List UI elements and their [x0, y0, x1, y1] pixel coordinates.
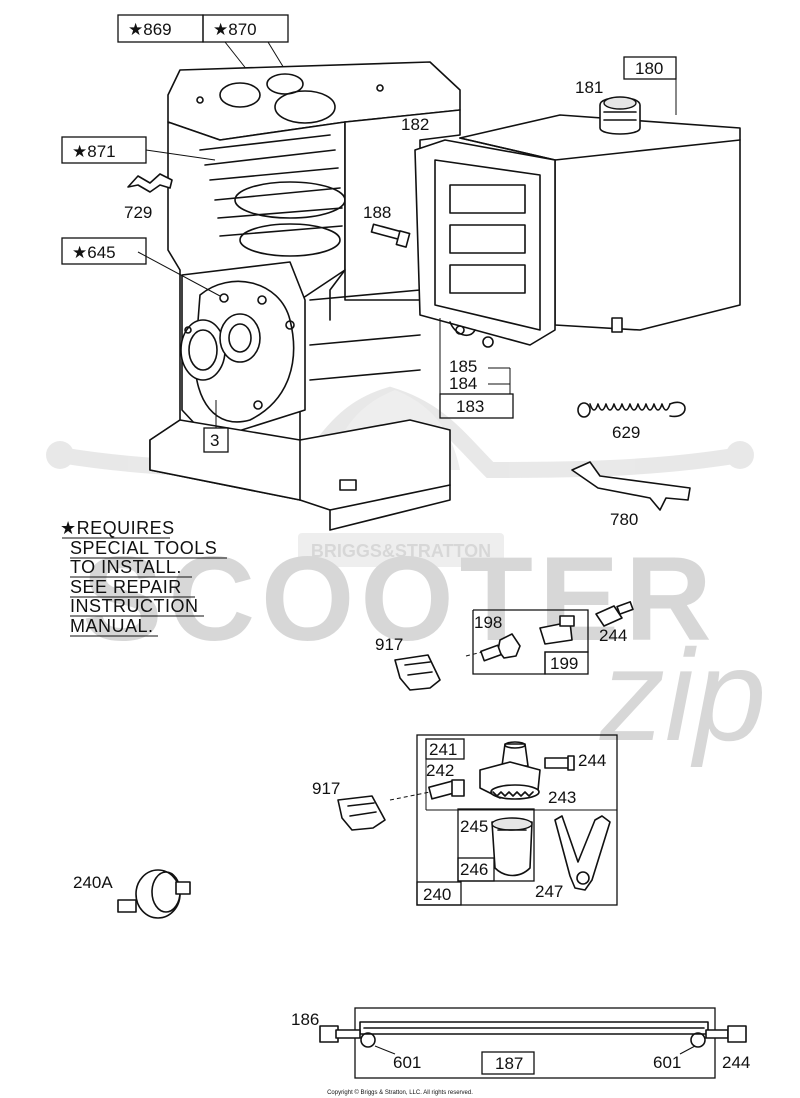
label-869: ★869 [128, 20, 172, 39]
bracket-780 [571, 461, 691, 511]
label-188: 188 [363, 203, 391, 222]
label-185: 185 [449, 357, 477, 376]
label-780: 780 [610, 510, 638, 529]
label-182: 182 [401, 115, 429, 134]
label-198: 198 [474, 613, 502, 632]
label-246: 246 [460, 860, 488, 879]
note-line-3: TO INSTALL. [70, 557, 182, 577]
label-917-upper: 917 [375, 635, 403, 654]
note-line-4: SEE REPAIR [70, 577, 182, 597]
label-645: ★645 [72, 243, 116, 262]
label-242: 242 [426, 761, 454, 780]
label-245: 245 [460, 817, 488, 836]
label-199: 199 [550, 654, 578, 673]
label-870: ★870 [213, 20, 257, 39]
label-629: 629 [612, 423, 640, 442]
label-729: 729 [124, 203, 152, 222]
watermark-brand: BRIGGS&STRATTON [311, 541, 491, 561]
label-244-upper: 244 [599, 626, 627, 645]
fuel-line-187 [319, 1007, 747, 1079]
note-line-1: ★REQUIRES [60, 518, 175, 538]
label-187: 187 [495, 1054, 523, 1073]
bracket-box [439, 318, 514, 419]
label-240: 240 [423, 885, 451, 904]
label-917-lower: 917 [312, 779, 340, 798]
label-243: 243 [548, 788, 576, 807]
label-241: 241 [429, 740, 457, 759]
label-3: 3 [210, 431, 219, 450]
label-240A: 240A [73, 873, 113, 892]
filter-group-240 [337, 734, 618, 906]
label-601-left: 601 [393, 1053, 421, 1072]
special-tools-note: ★REQUIRES SPECIAL TOOLS TO INSTALL. SEE … [60, 518, 227, 637]
label-244-middle: 244 [578, 751, 606, 770]
label-247: 247 [535, 882, 563, 901]
label-601-right: 601 [653, 1053, 681, 1072]
watermark-script: zip [599, 622, 766, 768]
note-line-5: INSTRUCTION [70, 596, 199, 616]
note-line-2: SPECIAL TOOLS [70, 538, 217, 558]
watermark-main: SCOOTER [82, 532, 717, 666]
note-line-6: MANUAL. [70, 616, 154, 636]
label-181: 181 [575, 78, 603, 97]
label-183: 183 [456, 397, 484, 416]
engine-block [149, 61, 461, 531]
label-184: 184 [449, 374, 477, 393]
bolt-188 [370, 223, 411, 248]
watermark: BRIGGS&STRATTON SCOOTER zip [46, 386, 766, 768]
copyright-notice: Copyright © Briggs & Stratton, LLC. All … [327, 1089, 473, 1096]
label-186: 186 [291, 1010, 319, 1029]
part-labels: ★869 ★870 180 181 182 ★871 729 188 ★645 … [72, 20, 750, 1073]
label-871: ★871 [72, 142, 116, 161]
label-244-lower: 244 [722, 1053, 750, 1072]
fitting-group-198 [394, 601, 634, 691]
inline-filter-240A [117, 869, 191, 919]
fuel-tank [414, 56, 741, 348]
spring-629 [577, 401, 686, 418]
clip-729 [127, 173, 173, 193]
label-180: 180 [635, 59, 663, 78]
